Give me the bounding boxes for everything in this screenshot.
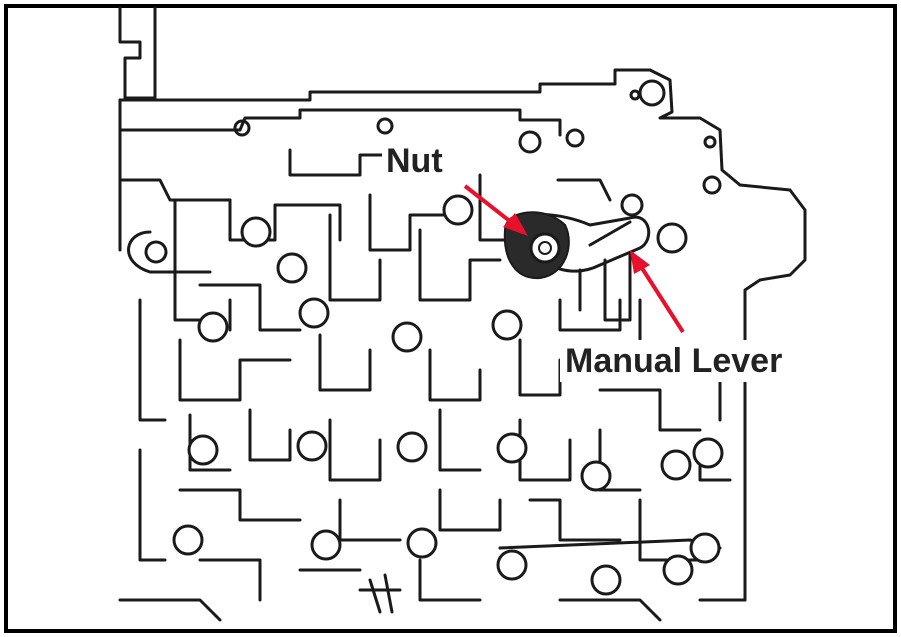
bolt-head [491,309,523,341]
bolt-head [660,449,692,481]
bolt-head [442,194,474,226]
bolt-heads [172,194,724,596]
bolt-head [689,532,721,564]
bolt-head [656,222,688,254]
bolt-head [580,460,612,492]
bolt-head [496,432,528,464]
manual-lever-arrow-head [630,250,650,274]
manual-lever-arrow-line [638,263,685,334]
manual-lever-label-bg [560,340,815,382]
bolt-head [298,297,330,329]
bolt-head [692,437,724,469]
bolt-head [197,311,229,343]
bolt-head [296,430,328,462]
bolt-head [310,529,342,561]
manual-lever-label: Manual Lever [565,342,782,380]
nut-label-bg [382,142,454,182]
callout-arrows [463,184,685,334]
bolt-head [187,434,219,466]
bolt-head [391,321,423,353]
bolt-head [662,554,694,586]
bolt-head [406,527,438,559]
bolt-head [276,252,308,284]
valve-body-outline [118,6,807,622]
bolt-head [172,524,204,556]
bolt-head [496,549,528,581]
bolt-head [240,216,272,248]
bolt-head [590,564,622,596]
nut-label: Nut [386,142,443,180]
nut-arrow-head [503,213,528,236]
bolt-head [396,431,428,463]
nut-arrow-line [463,184,518,228]
